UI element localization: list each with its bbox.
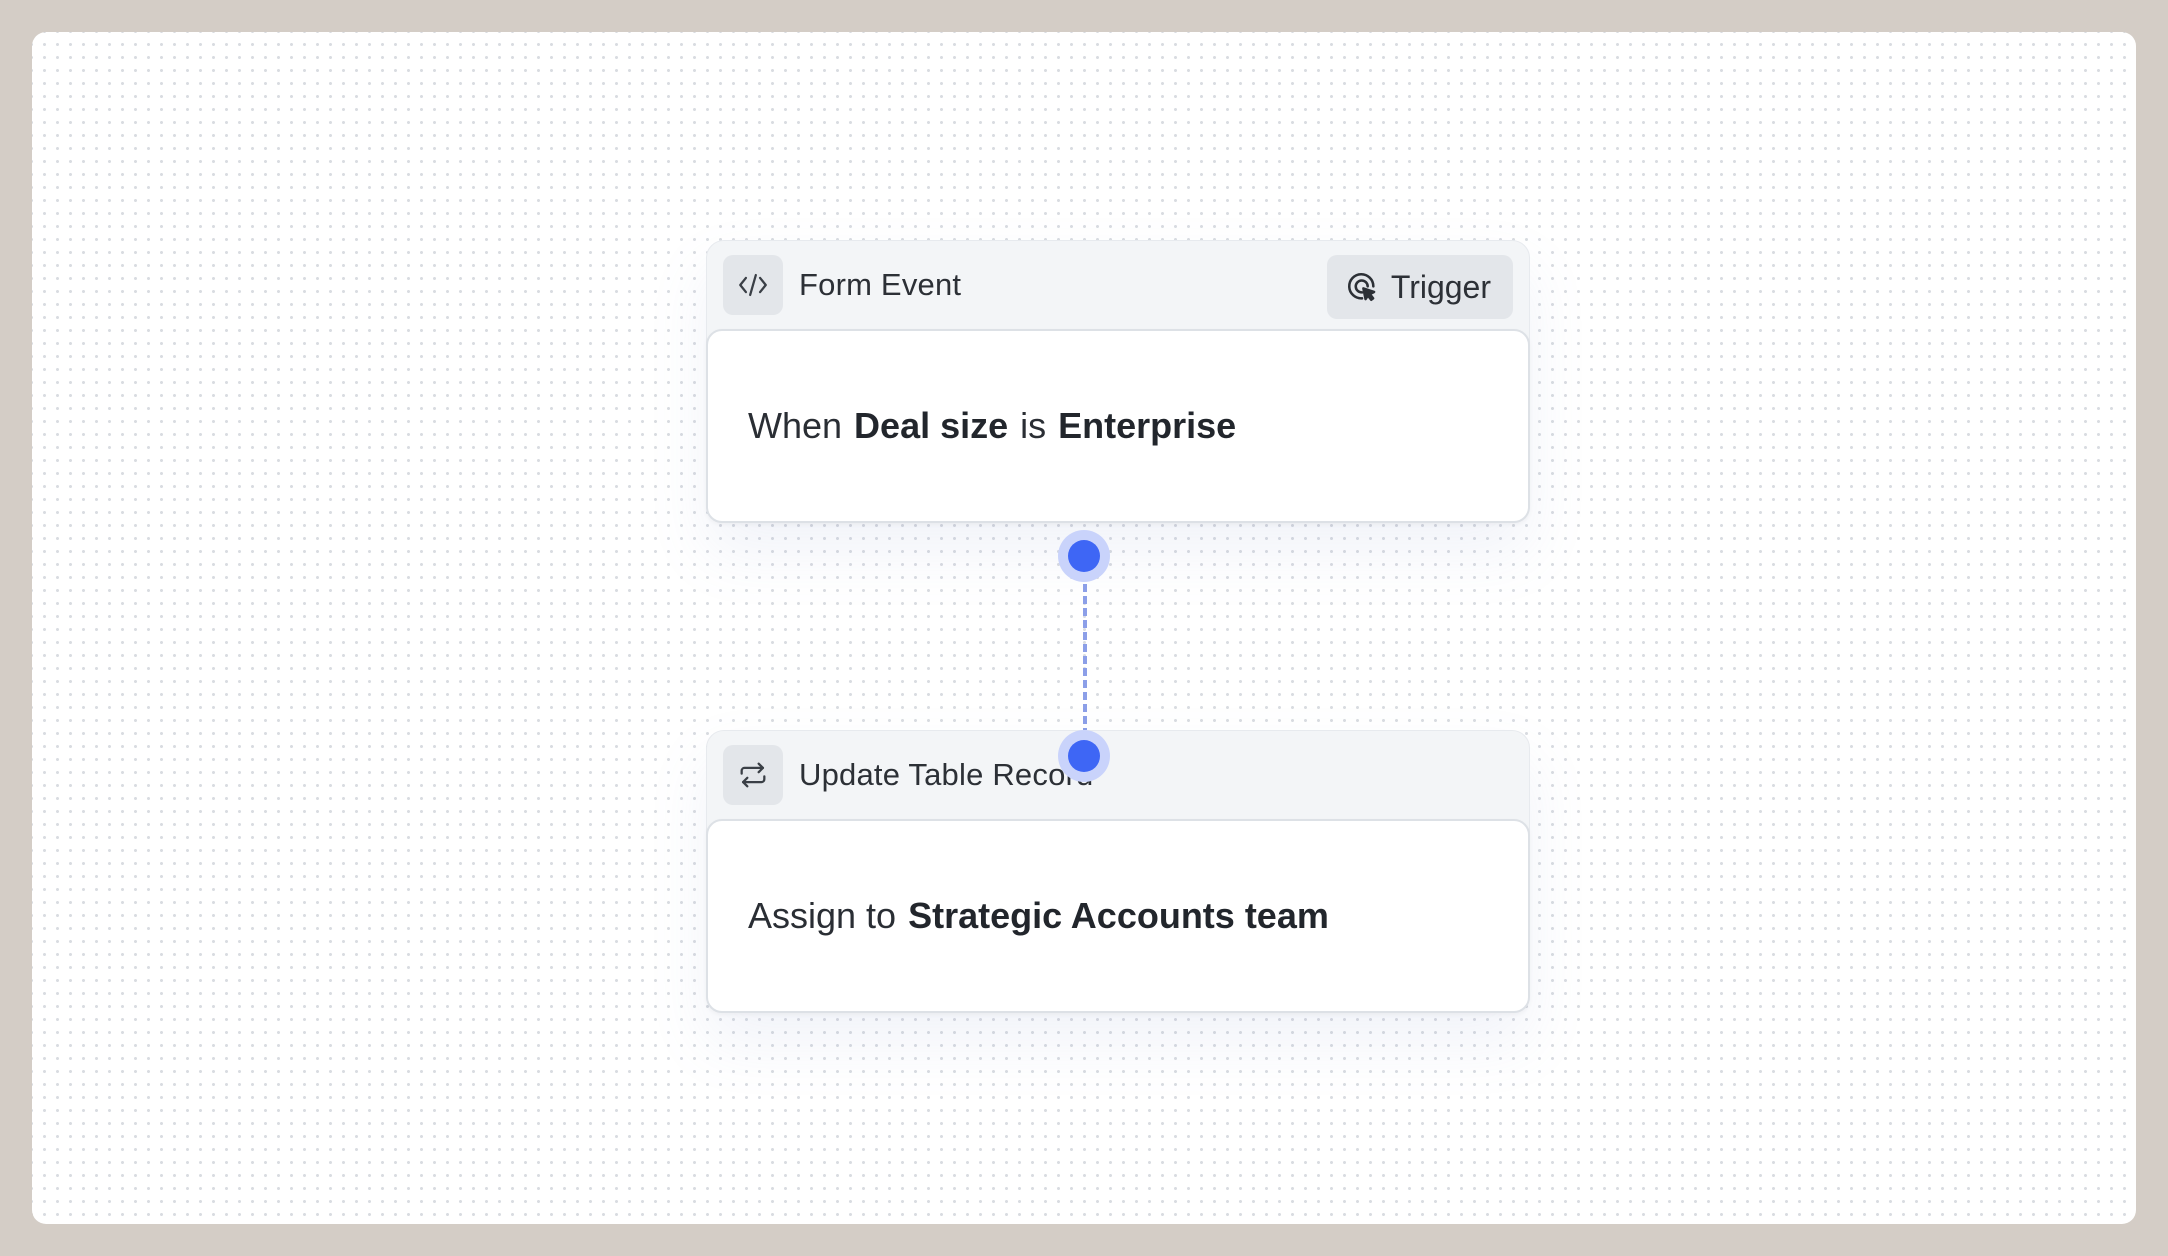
trigger-icon xyxy=(1345,270,1379,304)
action-value: Strategic Accounts team xyxy=(908,895,1329,936)
code-icon xyxy=(723,255,783,315)
condition-operator: is xyxy=(1020,405,1047,446)
trigger-node-header: Form Event Trigger xyxy=(707,241,1529,329)
action-node[interactable]: Update Table Record Assign to Strategic … xyxy=(706,730,1530,1013)
repeat-icon xyxy=(723,745,783,805)
trigger-badge-label: Trigger xyxy=(1390,268,1491,305)
workflow-canvas[interactable]: Form Event Trigger When Deal size is Ent… xyxy=(32,32,2136,1224)
condition-field: Deal size xyxy=(854,405,1009,446)
condition-value: Enterprise xyxy=(1058,405,1237,446)
action-input-port[interactable] xyxy=(1058,730,1110,782)
action-node-header: Update Table Record xyxy=(707,731,1529,819)
node-connector xyxy=(1083,560,1087,760)
trigger-node[interactable]: Form Event Trigger When Deal size is Ent… xyxy=(706,240,1530,523)
trigger-node-body[interactable]: When Deal size is Enterprise xyxy=(706,329,1530,523)
action-node-body[interactable]: Assign to Strategic Accounts team xyxy=(706,819,1530,1013)
condition-prefix: When xyxy=(748,405,843,446)
trigger-badge[interactable]: Trigger xyxy=(1326,255,1513,319)
action-prefix: Assign to xyxy=(748,895,897,936)
trigger-output-port[interactable] xyxy=(1058,530,1110,582)
trigger-node-title: Form Event xyxy=(799,267,962,302)
action-node-title: Update Table Record xyxy=(799,757,1094,792)
